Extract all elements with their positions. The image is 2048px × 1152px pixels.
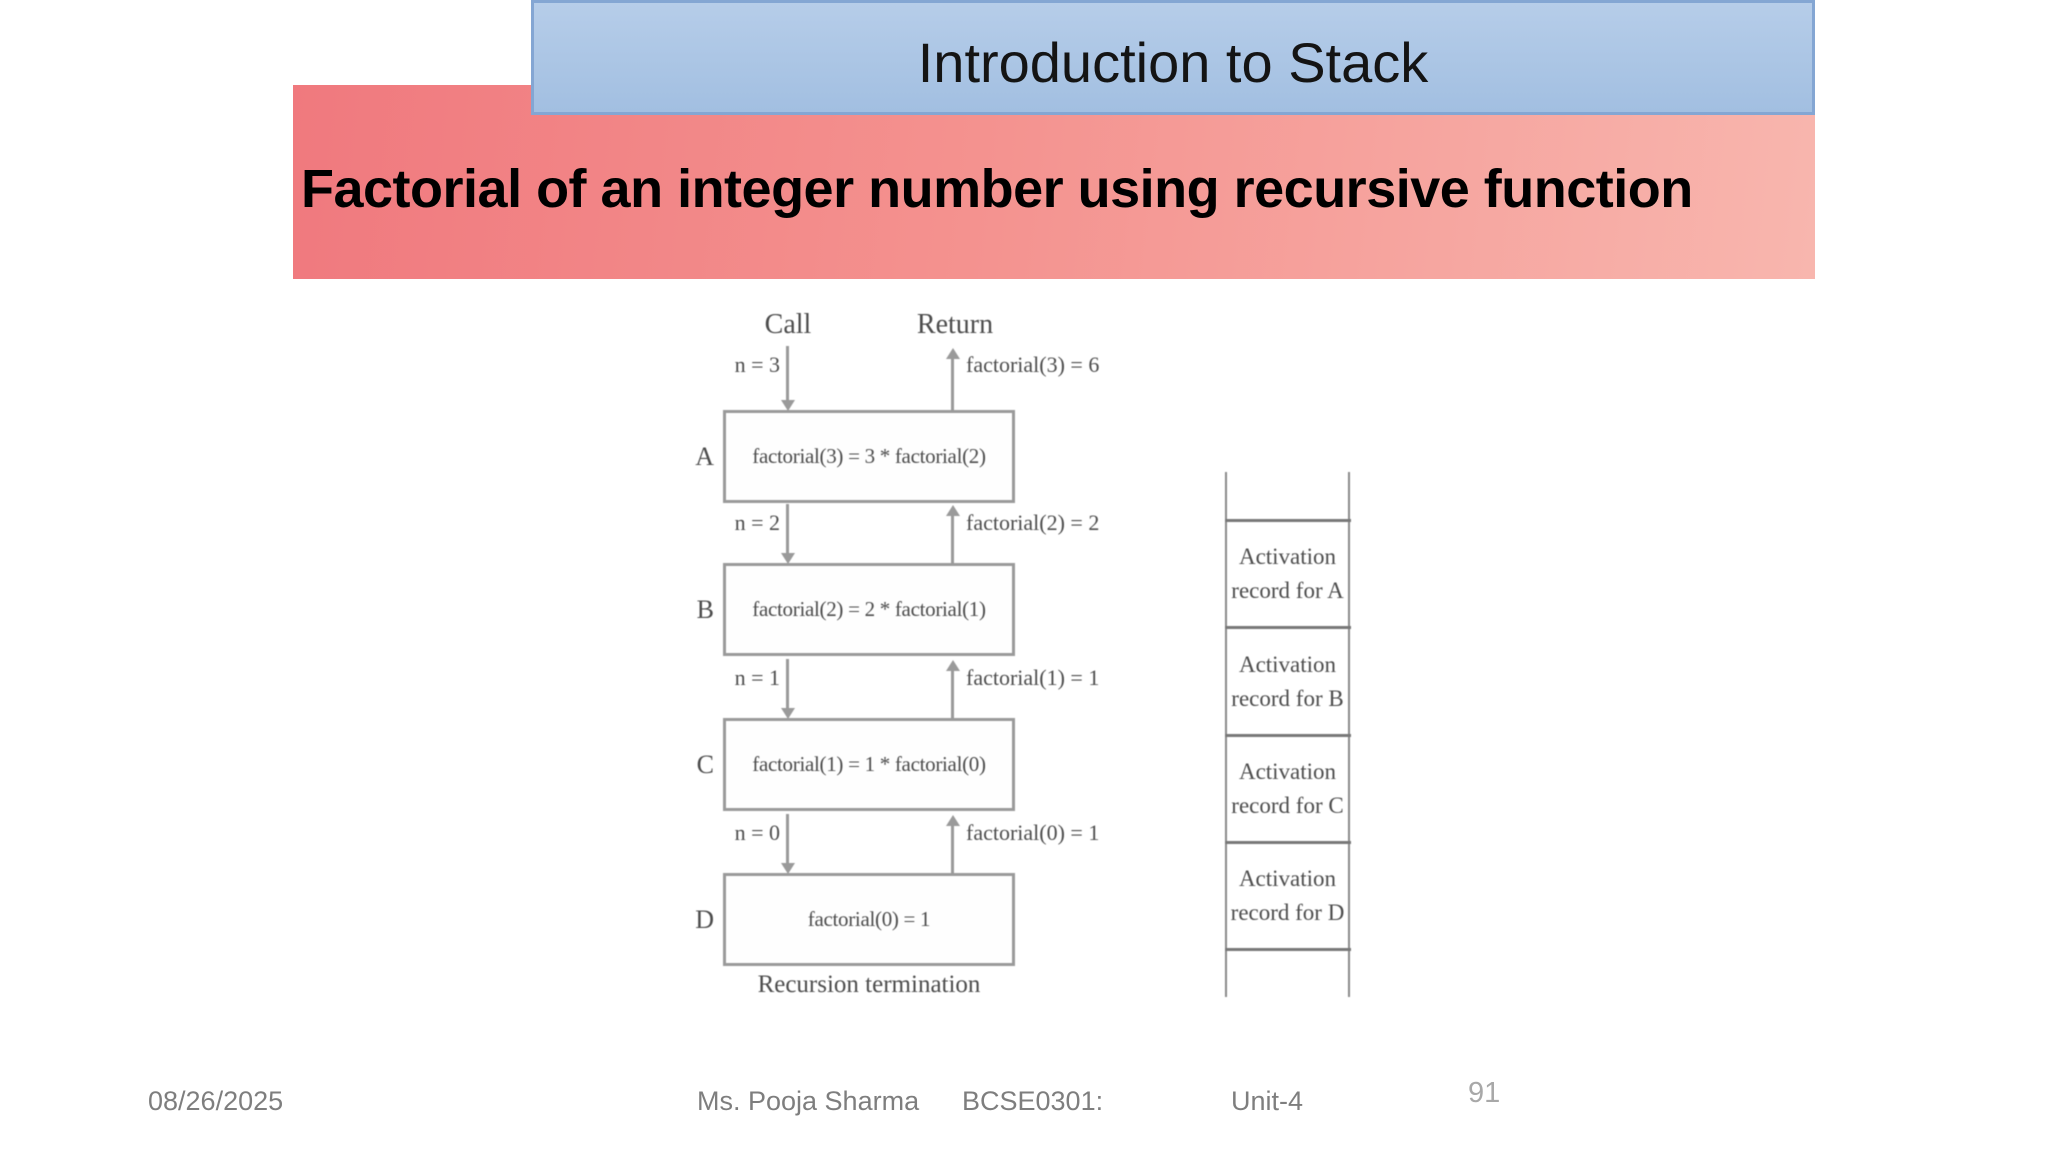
call-arrow-line bbox=[786, 659, 789, 709]
slide-page-number: 91 bbox=[1468, 1077, 1501, 1109]
footer-course-code: BCSE0301: bbox=[962, 1086, 1104, 1116]
call-arrow-head bbox=[781, 708, 795, 719]
recursion-frame-box: factorial(2) = 2 * factorial(1) bbox=[723, 563, 1015, 656]
return-arrow-head bbox=[946, 348, 960, 359]
frame-letter: A bbox=[695, 441, 714, 471]
call-arrow-line bbox=[786, 504, 789, 554]
stack-divider bbox=[1225, 734, 1351, 737]
call-value-label: n = 1 bbox=[734, 665, 780, 690]
stack-cell-c: Activation record for C bbox=[1231, 759, 1344, 818]
return-arrow-line bbox=[951, 670, 954, 718]
stack-cell-b: Activation record for B bbox=[1231, 651, 1344, 711]
return-value-label: factorial(0) = 1 bbox=[966, 820, 1100, 845]
call-column-header: Call bbox=[764, 309, 812, 340]
return-arrow-line bbox=[951, 825, 954, 873]
call-arrow-head bbox=[781, 863, 795, 874]
recursion-frame-box: factorial(3) = 3 * factorial(2) bbox=[723, 410, 1015, 503]
stack-divider bbox=[1225, 626, 1351, 629]
recursion-termination-label: Recursion termination bbox=[757, 971, 981, 998]
stack-divider bbox=[1225, 948, 1351, 951]
stack-divider bbox=[1225, 519, 1351, 522]
recursion-frame-box: factorial(1) = 1 * factorial(0) bbox=[723, 718, 1015, 811]
return-arrow-head bbox=[946, 815, 960, 826]
call-value-label: n = 0 bbox=[734, 820, 780, 845]
return-value-label: factorial(2) = 2 bbox=[966, 510, 1100, 535]
return-column-header: Return bbox=[916, 309, 994, 340]
return-value-label: factorial(1) = 1 bbox=[966, 665, 1100, 690]
call-arrow-head bbox=[781, 553, 795, 564]
frame-letter: D bbox=[695, 904, 714, 934]
slide-subtitle: Factorial of an integer number using rec… bbox=[301, 159, 1693, 219]
footer-author: Ms. Pooja Sharma bbox=[697, 1086, 920, 1116]
footer-unit: Unit-4 bbox=[1231, 1086, 1304, 1116]
return-value-label: factorial(3) = 6 bbox=[966, 352, 1100, 377]
stack-cell-d: Activation record for D bbox=[1230, 866, 1345, 925]
footer-date: 08/26/2025 bbox=[148, 1086, 284, 1116]
call-value-label: n = 3 bbox=[734, 352, 780, 377]
title-banner: Introduction to Stack bbox=[531, 0, 1815, 115]
call-value-label: n = 2 bbox=[734, 510, 780, 535]
return-arrow-line bbox=[951, 515, 954, 563]
frame-letter: B bbox=[696, 594, 714, 624]
stack-divider bbox=[1225, 841, 1351, 844]
return-arrow-head bbox=[946, 660, 960, 671]
call-arrow-line bbox=[786, 814, 789, 864]
subtitle-banner: Factorial of an integer number using rec… bbox=[293, 85, 1815, 279]
frame-letter: C bbox=[696, 749, 714, 779]
recursion-frame-box: factorial(0) = 1 bbox=[723, 873, 1015, 966]
call-arrow-line bbox=[786, 346, 789, 401]
return-arrow-line bbox=[951, 358, 954, 410]
slide-title: Introduction to Stack bbox=[917, 31, 1429, 94]
call-arrow-head bbox=[781, 400, 795, 411]
stack-cell-a: Activation record for A bbox=[1231, 544, 1344, 603]
return-arrow-head bbox=[946, 505, 960, 516]
